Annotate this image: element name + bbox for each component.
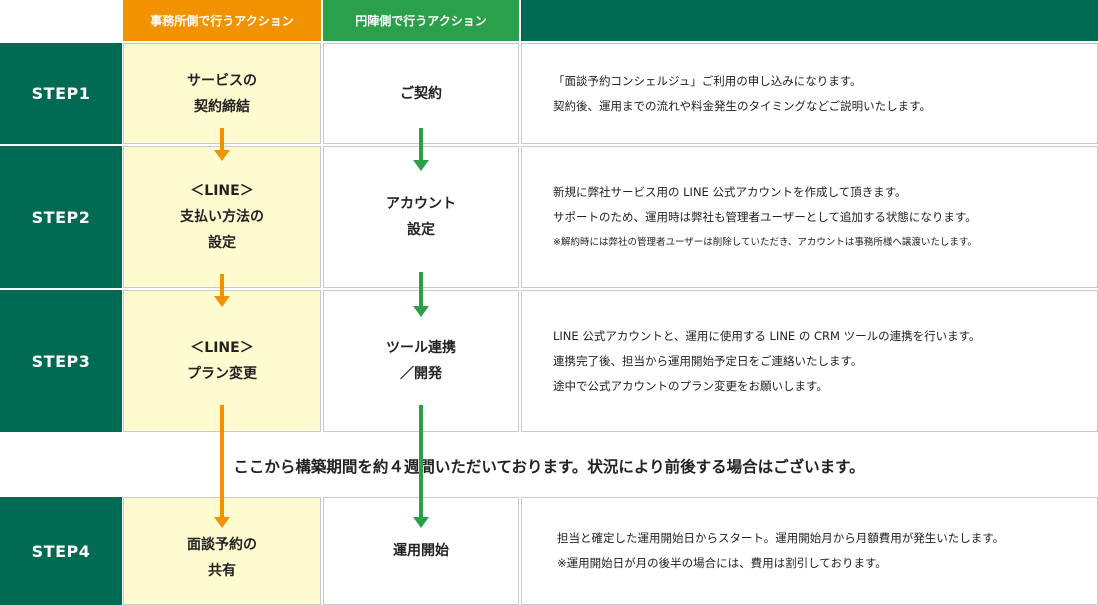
step-3-desc-line: LINE 公式アカウントと、運用に使用する LINE の CRM ツールの連携を… xyxy=(553,328,981,343)
step-3-desc-line: 連携完了後、担当から運用開始予定日をご連絡いたします。 xyxy=(553,353,863,368)
header-enjin-label: 円陣側で行うアクション xyxy=(355,14,487,28)
construction-period-notice: ここから構築期間を約４週間いただいております。状況により前後する場合はございます… xyxy=(233,458,865,476)
step-2-note: ※解約時には弊社の管理者ユーザーは削除していただき、アカウントは事務所様へ譲渡い… xyxy=(553,236,977,248)
step-4-desc-line: ※運用開始日が月の後半の場合には、費用は割引しております。 xyxy=(557,556,887,570)
step-3-text: STEP3 xyxy=(31,351,91,371)
header-enjin-actions: 円陣側で行うアクション xyxy=(323,0,519,41)
step-1-desc-line: 「面談予約コンシェルジュ」ご利用の申し込みになります。 xyxy=(553,73,862,88)
header-description xyxy=(521,0,1098,41)
step-3-label: STEP3 xyxy=(0,290,122,432)
step-4-office-text: 面談予約の 共有 xyxy=(187,537,257,579)
step-3-desc-line: 途中で公式アカウントのプラン変更をお願いします。 xyxy=(553,378,828,393)
step-1-enjin-text: ご契約 xyxy=(400,85,442,102)
step-1-enjin-action: ご契約 xyxy=(323,43,519,144)
step-4-description: 担当と確定した運用開始日からスタート。運用開始月から月額費用が発生いたします。 … xyxy=(521,497,1098,605)
step-4-text: STEP4 xyxy=(31,541,91,561)
step-2-office-action: ＜LINE＞ 支払い方法の 設定 xyxy=(123,146,321,288)
step-2-office-text: ＜LINE＞ 支払い方法の 設定 xyxy=(180,183,264,251)
header-office-actions: 事務所側で行うアクション xyxy=(123,0,321,41)
step-1-office-text: サービスの 契約締結 xyxy=(187,72,257,115)
step-2-desc-line: 新規に弊社サービス用の LINE 公式アカウントを作成して頂きます。 xyxy=(553,184,907,199)
step-2-label: STEP2 xyxy=(0,146,122,288)
step-4-enjin-text: 運用開始 xyxy=(393,543,449,559)
step-1-description: 「面談予約コンシェルジュ」ご利用の申し込みになります。 契約後、運用までの流れや… xyxy=(521,43,1098,144)
step-2-description: 新規に弊社サービス用の LINE 公式アカウントを作成して頂きます。 サポートの… xyxy=(521,146,1098,288)
step-1-label: STEP1 xyxy=(0,43,122,144)
step-1-text: STEP1 xyxy=(31,84,91,103)
header-office-label: 事務所側で行うアクション xyxy=(150,14,294,28)
step-1-office-action: サービスの 契約締結 xyxy=(123,43,321,144)
step-2-text: STEP2 xyxy=(31,207,91,227)
step-2-enjin-text: アカウント 設定 xyxy=(386,196,456,238)
step-3-office-text: ＜LINE＞ プラン変更 xyxy=(187,340,257,382)
step-1-desc-line: 契約後、運用までの流れや料金発生のタイミングなどご説明いたします。 xyxy=(553,98,932,113)
step-3-enjin-text: ツール連携 ／開発 xyxy=(386,340,456,382)
step-4-desc-line: 担当と確定した運用開始日からスタート。運用開始月から月額費用が発生いたします。 xyxy=(557,531,1005,545)
step-2-desc-line: サポートのため、運用時は弊社も管理者ユーザーとして追加する状態になります。 xyxy=(553,209,977,224)
step-4-label: STEP4 xyxy=(0,497,122,605)
step-3-description: LINE 公式アカウントと、運用に使用する LINE の CRM ツールの連携を… xyxy=(521,290,1098,432)
